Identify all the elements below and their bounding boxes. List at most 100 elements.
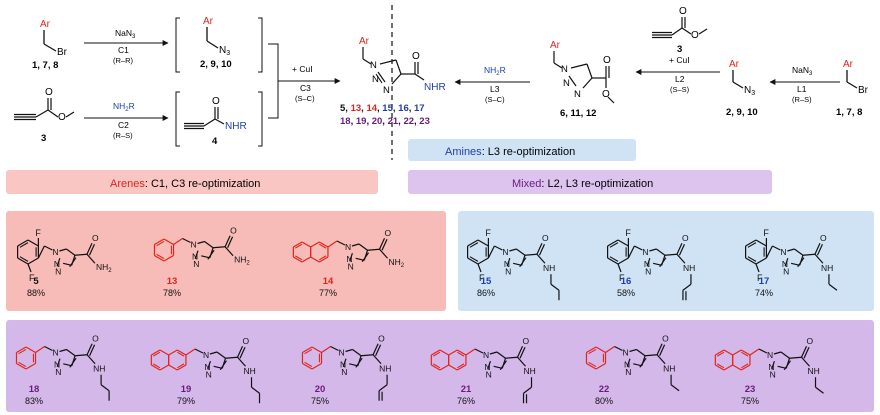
azide-label: N3 xyxy=(219,45,230,57)
compound-number: 17 xyxy=(759,276,770,287)
ester-o: O xyxy=(691,30,699,41)
n1-atom: N xyxy=(339,348,345,358)
nh-group: NH xyxy=(683,263,695,273)
nhr-label: NHR xyxy=(424,82,446,93)
n3-atom: N xyxy=(206,369,212,379)
reagent-cui: + CuI xyxy=(669,55,690,65)
compound-number: 16 xyxy=(621,276,632,287)
carbonyl-o: O xyxy=(542,233,549,243)
compound-yield: 88% xyxy=(27,288,45,298)
n3-atom: N xyxy=(348,261,354,271)
n3-atom: N xyxy=(486,369,492,379)
condition-config: (R–S) xyxy=(792,95,812,104)
carbonyl-o: O xyxy=(662,334,669,344)
compound-yield: 77% xyxy=(319,288,337,298)
fluorine-atom: F xyxy=(763,228,769,238)
mixed-pill: Mixed: L2, L3 re-optimization xyxy=(408,170,772,194)
amines-pill: Amines: L3 re-optimization xyxy=(408,139,636,161)
compound-number: 15 xyxy=(481,276,492,287)
n1-atom: N xyxy=(53,348,59,358)
compound-yield: 83% xyxy=(25,396,43,406)
central-triazole-product: Ar N N N O NHR 5, 13, 14, 15, 16, 17 18,… xyxy=(340,36,446,127)
n3-atom: N xyxy=(341,367,347,377)
br-label: Br xyxy=(57,47,68,58)
compound-number: 23 xyxy=(745,384,756,395)
n2-atom: N xyxy=(624,360,630,370)
panel-amines xyxy=(458,211,874,311)
nh-group: NH xyxy=(543,263,555,273)
n2-atom: N xyxy=(644,259,650,269)
compound-id: 3 xyxy=(41,133,46,144)
compound-ids: 2, 9, 10 xyxy=(726,107,758,118)
carbonyl-o: O xyxy=(92,233,99,243)
nh2-group: NH2 xyxy=(389,257,405,269)
n2-atom: N xyxy=(484,362,490,372)
nh2-group: NH2 xyxy=(96,262,112,274)
n1-atom: N xyxy=(345,242,351,252)
condition-code: C3 xyxy=(300,83,311,93)
carbonyl-o: O xyxy=(523,336,530,346)
n1-atom: N xyxy=(767,350,773,360)
fluorine-atom: F xyxy=(485,228,491,238)
ar-label: Ar xyxy=(203,16,214,27)
n1-atom: N xyxy=(623,348,629,358)
reagent-amine: NH2R xyxy=(113,101,135,113)
n3-atom: N xyxy=(55,266,61,276)
fluorine-atom: F xyxy=(625,228,631,238)
propiolate-start-left: O O 3 xyxy=(14,87,75,144)
fluorine-atom: F xyxy=(619,273,625,283)
ar-label: Ar xyxy=(729,59,740,70)
condition-code: L2 xyxy=(675,74,685,84)
compound-number: 22 xyxy=(599,384,610,395)
compound-number: 5 xyxy=(33,276,39,287)
arrow-c2: NH2R C2 (R–S) xyxy=(84,101,169,140)
propiolate-reagent-right: O O 3 xyxy=(652,6,708,55)
ar-label: Ar xyxy=(359,36,370,47)
triazole-ring: N N N xyxy=(370,59,402,96)
n2-atom: N xyxy=(372,74,379,85)
panel-mixed xyxy=(6,320,874,412)
compound-ids: 6, 11, 12 xyxy=(560,108,596,119)
n2-atom: N xyxy=(504,259,510,269)
n3-atom: N xyxy=(55,367,61,377)
nh-group: NH xyxy=(663,364,675,374)
condition-code: L3 xyxy=(490,84,500,94)
condition-config: (R–S) xyxy=(113,131,133,140)
carbonyl-o: O xyxy=(212,96,220,107)
n-atom: N xyxy=(563,78,570,89)
condition-code: C2 xyxy=(118,120,129,130)
n1-atom: N xyxy=(52,247,58,257)
nh-group: NH xyxy=(93,364,105,374)
arenes-pill: Arenes: C1, C3 re-optimization xyxy=(6,170,378,194)
compound-yield: 75% xyxy=(741,396,759,406)
n1-atom: N xyxy=(203,350,209,360)
compound-id: 3 xyxy=(677,44,682,55)
svg-text:Mixed: L2, L3 re-optimization: Mixed: L2, L3 re-optimization xyxy=(512,178,653,190)
product-ids-line2: 18, 19, 20, 21, 22, 23 xyxy=(340,116,430,127)
n2-atom: N xyxy=(54,259,60,269)
compound-number: 21 xyxy=(461,384,472,395)
compound-id: 4 xyxy=(212,136,218,147)
carbonyl-o: O xyxy=(378,334,385,344)
n1-atom: N xyxy=(502,247,508,257)
svg-text:Amines: L3 re-optimization: Amines: L3 re-optimization xyxy=(445,146,575,158)
n1-atom: N xyxy=(370,60,377,71)
compound-yield: 76% xyxy=(457,396,475,406)
compound-number: 14 xyxy=(323,276,334,287)
carbonyl-o: O xyxy=(807,336,814,346)
compound-yield: 80% xyxy=(595,396,613,406)
arrow-l2: + CuI L2 (S–S) xyxy=(635,55,720,94)
arrow-l3: NH2R L3 (S–C) xyxy=(454,65,530,104)
compound-number: 19 xyxy=(181,384,192,395)
